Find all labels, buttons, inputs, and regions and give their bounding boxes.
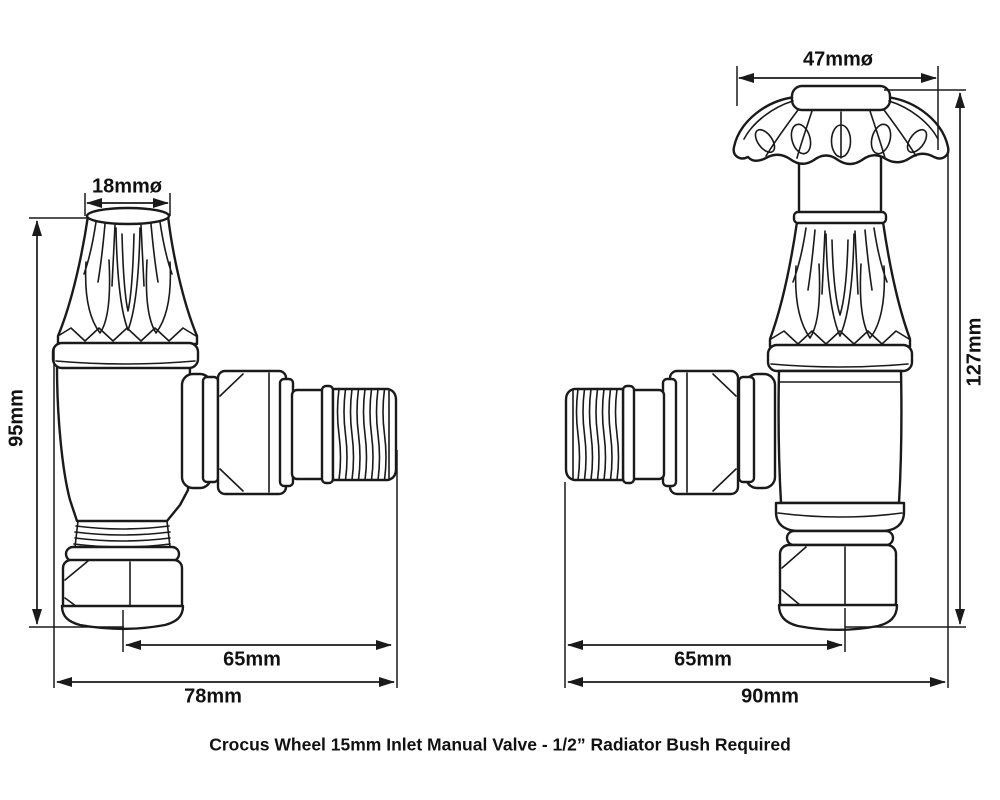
left-valve-knob xyxy=(56,214,199,346)
right-valve-olive-ring xyxy=(785,529,895,547)
dim-label-left-height: 95mm xyxy=(5,389,28,447)
dim-label-right-height: 127mm xyxy=(963,317,986,387)
dim-label-left-centre-to-outlet: 65mm xyxy=(223,648,281,671)
right-valve-drawing xyxy=(564,84,950,631)
right-valve-threaded-tail xyxy=(564,387,625,482)
left-valve-union-nut xyxy=(216,369,288,496)
left-valve-drawing xyxy=(51,206,398,630)
right-valve-body xyxy=(777,369,903,505)
diagram-caption: Crocus Wheel 15mm Inlet Manual Valve - 1… xyxy=(209,734,791,755)
right-valve-washer xyxy=(737,375,756,484)
dim-label-left-overall-width: 78mm xyxy=(184,685,242,708)
right-valve-union-nut xyxy=(668,369,740,496)
left-valve-collar xyxy=(51,341,200,370)
right-valve-stem-band xyxy=(792,210,888,225)
crocus-wheel-cap xyxy=(790,84,892,112)
right-valve-thread-flange xyxy=(621,384,636,485)
dim-label-wheel-diameter: 47mmø xyxy=(802,48,874,71)
left-valve-body xyxy=(55,365,192,523)
right-valve-knob xyxy=(768,220,912,349)
right-valve-nut-base xyxy=(777,603,899,631)
dim-label-knob-diameter: 18mmø xyxy=(91,175,163,198)
dim-label-right-centre-to-outlet: 65mm xyxy=(674,648,732,671)
left-valve-thread-flange xyxy=(320,384,335,485)
left-valve-washer xyxy=(201,375,220,484)
dim-label-right-overall-width: 90mm xyxy=(741,685,799,708)
dimension-lines xyxy=(29,66,966,688)
left-valve-knob-top xyxy=(85,206,171,226)
